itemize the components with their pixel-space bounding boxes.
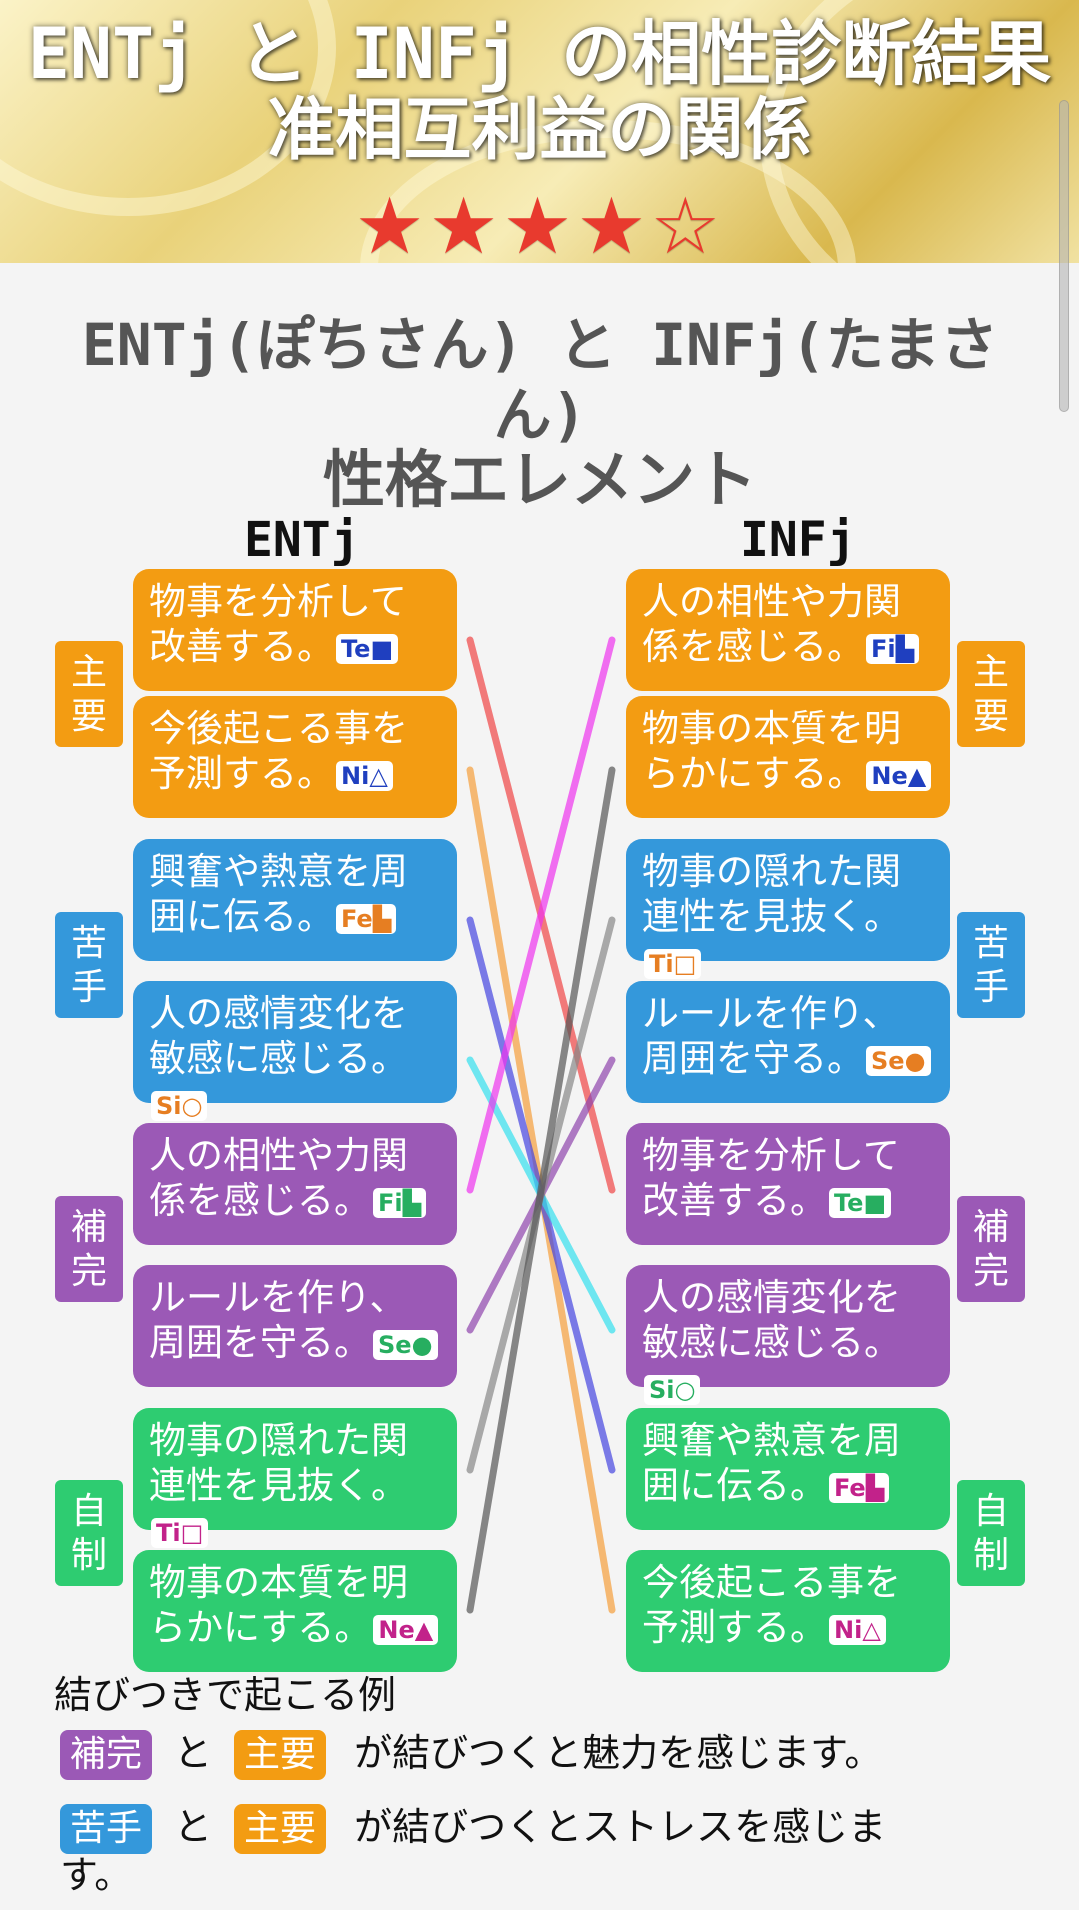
left-card-te: 物事を分析して改善する。Te■ [133,569,457,691]
right-card-ni: 今後起こる事を予測する。Ni△ [626,1550,950,1672]
left-card-si: 人の感情変化を敏感に感じる。Si○ [133,981,457,1121]
left-group-main: 主要 [55,641,123,747]
right-group-main: 主要 [957,641,1025,747]
right-card-fi: 人の相性や力関係を感じる。Fi▙ [626,569,950,691]
rating-stars: ★★★★☆ [354,182,725,263]
chip-weak: 苦手 [60,1804,153,1854]
ti-symbol-icon: Ti□ [644,948,702,979]
connection-line-7 [466,766,616,1614]
pair-heading: ENTj(ぽちさん) と INFj(たまさん) [81,311,999,449]
left-card-ni: 今後起こる事を予測する。Ni△ [133,696,457,818]
te-symbol-icon: Te■ [336,633,399,664]
right-card-se: ルールを作り、周囲を守る。Se● [626,981,950,1103]
result-banner: ENTj と INFj の相性診断結果 准相互利益の関係 ★★★★☆ [0,0,1079,263]
si-symbol-icon: Si○ [151,1090,208,1121]
left-group-restraint: 自制 [55,1480,123,1586]
ni-symbol-icon: Ni△ [336,760,393,791]
right-card-ne: 物事の本質を明らかにする。Ne▲ [626,696,950,818]
se-symbol-icon: Se● [866,1045,931,1076]
scrollbar[interactable] [1059,100,1069,412]
right-card-te: 物事を分析して改善する。Te■ [626,1123,950,1245]
right-type-label: INFj [740,512,856,568]
fi-symbol-icon: Fi▙ [866,633,920,664]
examples-title: 結びつきで起こる例 [54,1673,397,1717]
chip-main: 主要 [234,1730,327,1780]
example-attraction-text: が結びつくと魅力を感じます。 [354,1731,883,1775]
chip-main: 主要 [234,1804,327,1854]
left-type-label: ENTj [244,512,360,568]
example-stress-text: が結びつくとストレスを感じま [354,1805,887,1849]
left-group-weak: 苦手 [55,912,123,1018]
te-symbol-icon: Te■ [829,1187,892,1218]
left-card-fi: 人の相性や力関係を感じる。Fi▙ [133,1123,457,1245]
ne-symbol-icon: Ne▲ [373,1614,439,1645]
connection-line-4 [466,636,616,1194]
example-stress-continued: す。 [60,1853,133,1897]
left-card-ti: 物事の隠れた関連性を見抜く。Ti□ [133,1408,457,1548]
ne-symbol-icon: Ne▲ [866,760,932,791]
ti-symbol-icon: Ti□ [151,1517,209,1548]
left-card-se: ルールを作り、周囲を守る。Se● [133,1265,457,1387]
fe-symbol-icon: Fe▙ [336,903,397,934]
fe-symbol-icon: Fe▙ [829,1472,890,1503]
right-card-fe: 興奮や熱意を周囲に伝る。Fe▙ [626,1408,950,1530]
left-card-ne: 物事の本質を明らかにする。Ne▲ [133,1550,457,1672]
ni-symbol-icon: Ni△ [829,1614,886,1645]
relation-title: 准相互利益の関係 [267,91,812,170]
si-symbol-icon: Si○ [644,1374,701,1405]
example-stress: 苦手と主要 が結びつくとストレスを感じま [60,1804,886,1854]
left-group-complement: 補完 [55,1196,123,1302]
se-symbol-icon: Se● [373,1329,438,1360]
example-attraction: 補完と主要 が結びつくと魅力を感じます。 [60,1730,882,1780]
fi-symbol-icon: Fi▙ [373,1187,427,1218]
right-group-weak: 苦手 [957,912,1025,1018]
right-group-complement: 補完 [957,1196,1025,1302]
left-card-fe: 興奮や熱意を周囲に伝る。Fe▙ [133,839,457,961]
result-title: ENTj と INFj の相性診断結果 [27,13,1052,95]
right-card-si: 人の感情変化を敏感に感じる。Si○ [626,1265,950,1405]
right-group-restraint: 自制 [957,1480,1025,1586]
chip-complement: 補完 [60,1730,153,1780]
elements-heading: 性格エレメント [322,443,757,516]
right-card-ti: 物事の隠れた関連性を見抜く。Ti□ [626,839,950,979]
